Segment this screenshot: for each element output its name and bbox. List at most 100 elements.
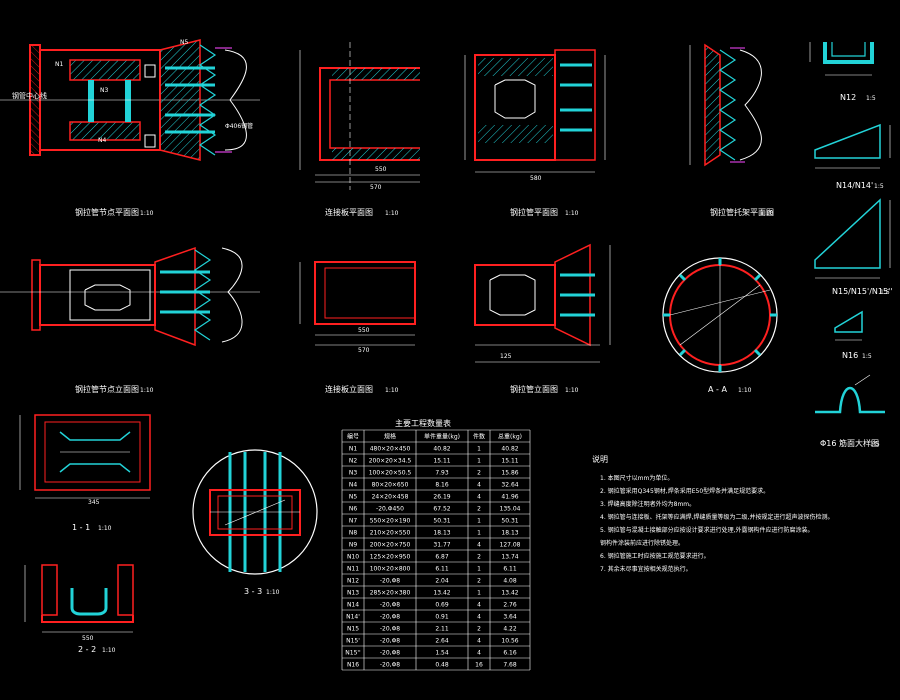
view-plate-plan-label: 连接板平面图 [325,207,373,217]
table-cell: 4 [477,542,481,549]
table-cell: 125×20×950 [370,554,411,561]
table-cell: N14' [346,614,360,621]
note-line: 6. 钢拉管施工时应按施工规范要求进行。 [600,552,710,560]
table-cell: 15.11 [433,458,450,465]
note-line: 1. 本图尺寸以mm为单位。 [600,474,673,482]
n16-scale: 1:5 [862,353,872,360]
view-plate-elev-scale: 1:10 [385,387,399,394]
table-cell: 67.52 [433,506,450,513]
table-cell: -20,Φ8 [380,638,400,645]
view-pipe-elev-label: 钢拉管立面图 [510,384,558,394]
table-cell: 6.11 [435,566,449,573]
n15-scale: 1:5 [880,289,890,296]
table-cell: 6.11 [503,566,517,573]
detail-n16 [834,310,863,341]
table-cell: N7 [349,518,357,525]
table-cell: 31.77 [433,542,450,549]
table-cell: 1 [477,518,481,525]
view-section-33 [192,449,318,575]
view-11-label: 1 - 1 [72,523,90,532]
dim-580: 580 [530,175,542,182]
table-cell: 0.69 [435,602,449,609]
table-cell: 2.76 [503,602,517,609]
detail-n12 [809,42,874,76]
table-cell: 41.96 [501,494,518,501]
table-cell: 1.54 [435,650,449,657]
table-cell: 2.64 [435,638,449,645]
view-section-22 [24,564,134,633]
note-line: 3. 焊缝高度除注明者外均为8mm。 [600,500,695,508]
table-cell: 2 [477,470,481,477]
detail-n15 [814,198,891,279]
view-pipe-elevation [474,243,611,363]
svg-text:N5: N5 [180,39,188,46]
n15-label: N15/N15'/N15'' [832,287,892,296]
view-11-scale: 1:10 [98,525,112,532]
n14-scale: 1:5 [874,183,884,190]
table-cell: 200×20×750 [370,542,411,549]
svg-text:Φ406钢管: Φ406钢管 [225,122,253,130]
table-cell: N10 [347,554,359,561]
table-cell: 4.22 [503,626,517,633]
table-cell: 15.86 [501,470,518,477]
dim-550-c: 550 [82,635,94,642]
table-cell: 1 [477,566,481,573]
table-cell: 4 [477,482,481,489]
table-cell: N5 [349,494,357,501]
table-cell: -20,Φ8 [380,578,400,585]
table-cell: 40.82 [501,446,518,453]
table-cell: 7.68 [503,662,517,669]
view-node-plan: 钢管中心线 N1 N3 N4 N5 Φ406钢管 [0,39,260,161]
table-cell: 2 [477,554,481,561]
table-cell: -20,Φ8 [380,614,400,621]
svg-text:N1: N1 [55,61,63,68]
note-line: 7. 其余未尽事宜按相关规范执行。 [600,565,692,573]
view-node-elevation [0,246,260,347]
table-cell: 18.13 [433,530,450,537]
table-cell: 127.08 [500,542,521,549]
dim-345: 345 [88,499,100,506]
table-cell: 10.56 [501,638,518,645]
dim-570: 570 [370,184,382,191]
table-cell: 4 [477,494,481,501]
table-cell: 135.04 [500,506,521,513]
table-cell: 26.19 [433,494,450,501]
note-line: 5. 钢拉管与混凝土接触部分应按设计要求进行处理,外露钢构件应进行防腐涂装。 [600,526,814,534]
table-cell: 480×20×450 [370,446,411,453]
table-cell: 15.11 [501,458,518,465]
table-cell: N12 [347,578,359,585]
view-node-plan-label: 钢拉管节点平面图 [75,207,139,217]
table-cell: 3.64 [503,614,517,621]
view-bracket-plan-scale: 1:10 [760,210,774,217]
note-line: 钢构件涂装前应进行除锈处理。 [600,539,684,547]
table-cell: 2.04 [435,578,449,585]
svg-text:N3: N3 [100,87,108,94]
table-cell: N6 [349,506,357,513]
svg-text:N4: N4 [98,137,106,144]
table-cell: 4 [477,638,481,645]
table-cell: 2 [477,626,481,633]
view-22-label: 2 - 2 [78,645,96,654]
table-cell: 7.93 [435,470,449,477]
view-33-scale: 1:10 [266,589,280,596]
table-cell: N14 [347,602,359,609]
table-cell: 4 [477,614,481,621]
notes-title: 说明 [592,454,608,464]
table-cell: 4 [477,650,481,657]
table-cell: 13.42 [433,590,450,597]
table-cell: 1 [477,446,481,453]
table-cell: N2 [349,458,357,465]
view-aa-label: A - A [708,385,727,394]
table-cell: N3 [349,470,357,477]
table-cell: 16 [475,662,483,669]
n14-label: N14/N14' [836,181,873,190]
view-plate-plan-scale: 1:10 [385,210,399,217]
table-cell: 4 [477,602,481,609]
view-aa-scale: 1:10 [738,387,752,394]
table-cell: 210×20×550 [370,530,411,537]
table-cell: -20,Φ450 [376,506,404,513]
table-cell: -20,Φ8 [380,650,400,657]
table-cell: 18.13 [501,530,518,537]
view-bracket-plan-label: 钢拉管托架平面图 [710,207,774,217]
